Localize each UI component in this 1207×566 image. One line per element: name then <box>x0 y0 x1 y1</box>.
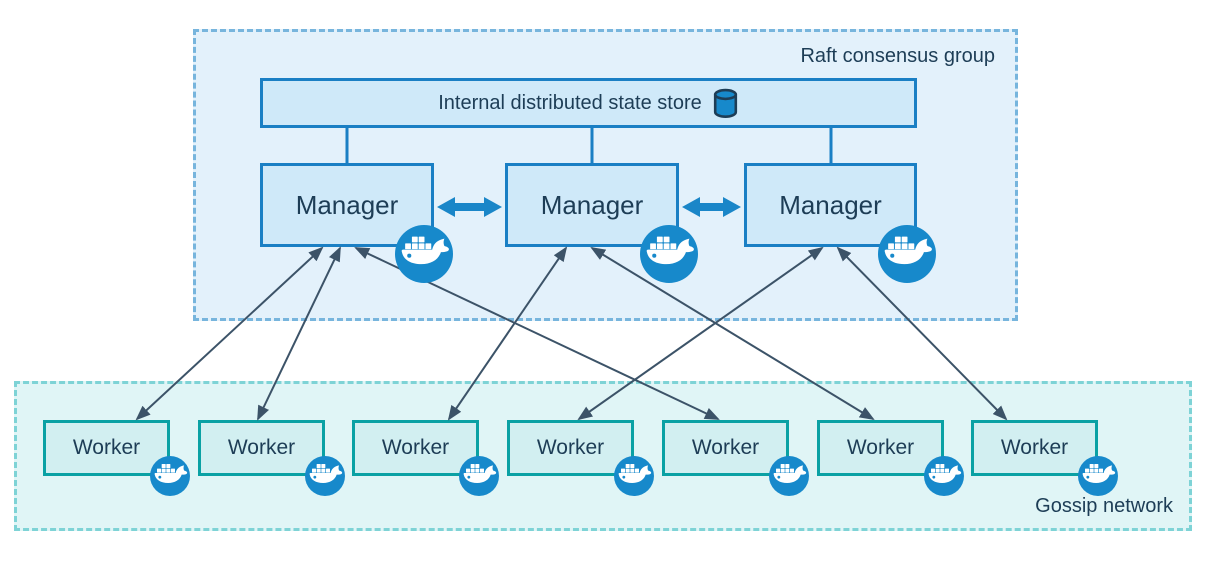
docker-whale-icon <box>1078 456 1118 496</box>
state-store-node: Internal distributed state store <box>260 78 917 128</box>
worker-node-1: Worker <box>43 420 170 476</box>
worker-label: Worker <box>1000 436 1069 459</box>
docker-whale-icon <box>150 456 190 496</box>
worker-label: Worker <box>846 436 915 459</box>
manager-node-2: Manager <box>505 163 679 247</box>
worker-label: Worker <box>227 436 296 459</box>
worker-node-7: Worker <box>971 420 1098 476</box>
gossip-network-label: Gossip network <box>1035 495 1173 517</box>
manager-label: Manager <box>295 189 399 220</box>
raft-group-label: Raft consensus group <box>800 45 995 67</box>
worker-label: Worker <box>691 436 760 459</box>
worker-label: Worker <box>72 436 141 459</box>
state-store-label: Internal distributed state store <box>438 91 702 114</box>
docker-whale-icon <box>769 456 809 496</box>
worker-node-2: Worker <box>198 420 325 476</box>
docker-whale-icon <box>924 456 964 496</box>
docker-whale-icon <box>640 225 698 283</box>
manager-label: Manager <box>779 189 882 220</box>
docker-whale-icon <box>878 225 936 283</box>
worker-node-6: Worker <box>817 420 944 476</box>
docker-whale-icon <box>305 456 345 496</box>
database-cylinder-icon <box>713 88 737 118</box>
docker-whale-icon <box>614 456 654 496</box>
manager-label: Manager <box>540 189 644 220</box>
worker-node-5: Worker <box>662 420 789 476</box>
worker-label: Worker <box>381 436 450 459</box>
worker-label: Worker <box>536 436 605 459</box>
worker-node-4: Worker <box>507 420 634 476</box>
docker-whale-icon <box>459 456 499 496</box>
worker-node-3: Worker <box>352 420 479 476</box>
docker-whale-icon <box>395 225 453 283</box>
